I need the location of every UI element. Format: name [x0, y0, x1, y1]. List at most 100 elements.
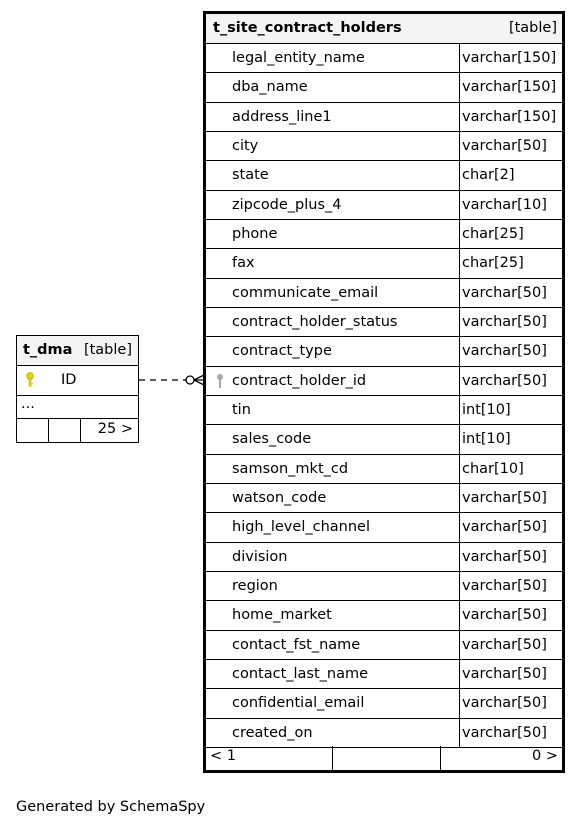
- column-divider: [459, 425, 460, 454]
- column-row[interactable]: division varchar[50]: [206, 542, 562, 572]
- column-divider: [459, 190, 460, 219]
- column-name: confidential_email: [232, 695, 365, 712]
- column-row[interactable]: ID: [17, 366, 138, 396]
- footer-divider: [440, 746, 441, 770]
- crows-foot-upper: [193, 374, 205, 381]
- column-name: dba_name: [232, 79, 308, 96]
- column-name: high_level_channel: [232, 519, 370, 536]
- column-row[interactable]: contact_fst_name varchar[50]: [206, 630, 562, 660]
- footer-divider: [80, 419, 81, 443]
- column-name: fax: [232, 255, 255, 272]
- column-type: varchar[150]: [462, 108, 557, 125]
- column-row[interactable]: fax char[25]: [206, 249, 562, 279]
- column-type: varchar[50]: [462, 489, 547, 506]
- column-row[interactable]: samson_mkt_cd char[10]: [206, 454, 562, 484]
- column-type: int[10]: [462, 401, 511, 418]
- more-columns-ellipsis: ...: [17, 396, 138, 419]
- table-t-dma[interactable]: t_dma [table] ID ... 25 >: [16, 335, 139, 443]
- column-type: varchar[50]: [462, 137, 547, 154]
- column-type: char[10]: [462, 460, 524, 477]
- column-type: char[25]: [462, 225, 524, 242]
- column-divider: [459, 219, 460, 249]
- column-divider: [459, 659, 460, 689]
- column-row[interactable]: dba_name varchar[150]: [206, 73, 562, 103]
- column-row[interactable]: contract_holder_status varchar[50]: [206, 307, 562, 338]
- column-type: varchar[50]: [462, 313, 547, 330]
- column-divider: [459, 249, 460, 278]
- column-divider: [459, 483, 460, 513]
- table-t-site-contract-holders[interactable]: t_site_contract_holders [table] legal_en…: [203, 11, 565, 773]
- column-row[interactable]: home_market varchar[50]: [206, 601, 562, 631]
- column-name: division: [232, 548, 288, 565]
- table-header: t_site_contract_holders [table]: [206, 14, 562, 44]
- crows-foot-lower: [193, 379, 205, 386]
- column-type: varchar[50]: [462, 548, 547, 565]
- table-header: t_dma [table]: [17, 336, 138, 366]
- column-type: varchar[50]: [462, 607, 547, 624]
- column-type: varchar[50]: [462, 636, 547, 653]
- column-name: contract_holder_status: [232, 313, 398, 330]
- footer-children-count[interactable]: 0 >: [532, 748, 558, 764]
- generated-by-caption: Generated by SchemaSpy: [16, 799, 206, 815]
- column-divider: [459, 454, 460, 483]
- table-footer: 25 >: [17, 419, 138, 443]
- column-type: varchar[10]: [462, 196, 547, 213]
- column-name: zipcode_plus_4: [232, 196, 342, 213]
- column-divider: [459, 337, 460, 366]
- column-divider: [459, 307, 460, 337]
- column-name: city: [232, 137, 259, 154]
- footer-parents-count[interactable]: < 1: [210, 748, 236, 764]
- column-divider: [459, 513, 460, 542]
- column-name: ID: [61, 372, 77, 388]
- column-divider: [459, 571, 460, 601]
- column-row[interactable]: confidential_email varchar[50]: [206, 689, 562, 719]
- column-type: varchar[150]: [462, 79, 557, 96]
- table-name: t_dma: [23, 342, 73, 358]
- column-type: varchar[50]: [462, 372, 547, 389]
- column-divider: [459, 161, 460, 190]
- column-type: char[25]: [462, 255, 524, 272]
- column-name: contact_fst_name: [232, 636, 361, 653]
- column-name: contact_last_name: [232, 665, 369, 682]
- column-name: created_on: [232, 724, 313, 741]
- primary-key-icon: [25, 372, 35, 392]
- table-name: t_site_contract_holders: [213, 20, 402, 36]
- column-type: char[2]: [462, 167, 515, 184]
- column-divider: [459, 73, 460, 102]
- column-divider: [459, 630, 460, 659]
- column-row[interactable]: contact_last_name varchar[50]: [206, 659, 562, 690]
- column-divider: [459, 542, 460, 571]
- column-type: varchar[50]: [462, 665, 547, 682]
- column-row[interactable]: zipcode_plus_4 varchar[10]: [206, 190, 562, 220]
- column-type: int[10]: [462, 431, 511, 448]
- column-type: varchar[50]: [462, 284, 547, 301]
- column-name: samson_mkt_cd: [232, 460, 349, 477]
- column-divider: [459, 601, 460, 630]
- column-divider: [459, 102, 460, 131]
- table-footer: < 1 0 >: [206, 746, 562, 770]
- column-name: region: [232, 577, 278, 594]
- column-divider: [459, 689, 460, 718]
- column-name: home_market: [232, 607, 332, 624]
- footer-divider: [332, 746, 333, 770]
- column-type: varchar[50]: [462, 695, 547, 712]
- column-row[interactable]: city varchar[50]: [206, 131, 562, 162]
- column-divider: [459, 131, 460, 161]
- column-divider: [459, 366, 460, 395]
- footer-children-count[interactable]: 25 >: [97, 421, 133, 437]
